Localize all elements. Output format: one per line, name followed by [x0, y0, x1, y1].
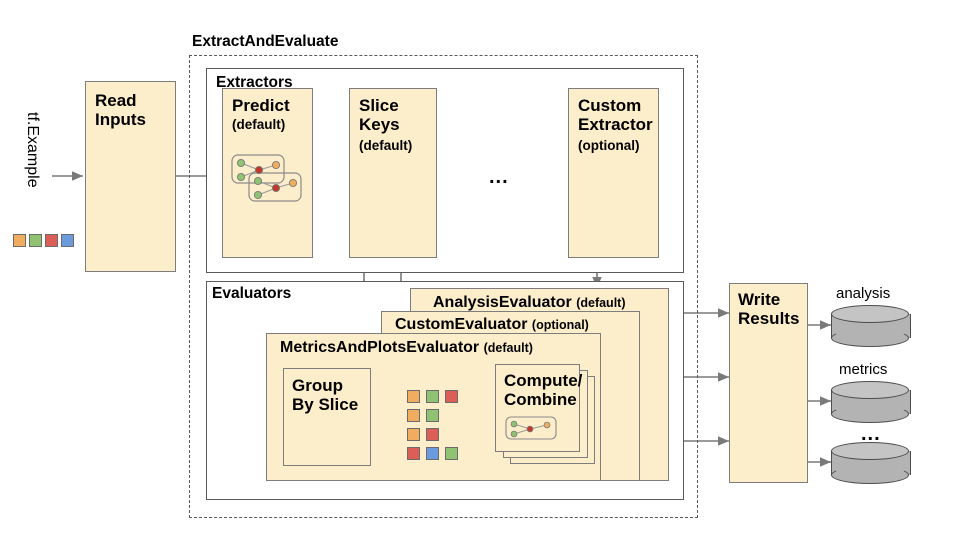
- group-by-slice-node[interactable]: Group By Slice: [283, 368, 371, 466]
- evaluator-metrics-and-plots[interactable]: MetricsAndPlotsEvaluator (default) Group…: [266, 333, 601, 481]
- write-results-node[interactable]: Write Results: [729, 283, 808, 483]
- metrics-evaluator-subtitle: (default): [483, 341, 533, 355]
- read-inputs-node[interactable]: Read Inputs: [85, 81, 176, 272]
- chip-green: [29, 234, 42, 247]
- evaluators-label: Evaluators: [212, 285, 292, 302]
- output-label-metrics: metrics: [839, 361, 888, 378]
- chip-green: [426, 409, 439, 422]
- custom-extractor-title: Custom Extractor: [578, 96, 653, 135]
- read-inputs-title: Read Inputs: [95, 91, 146, 130]
- analysis-evaluator-subtitle: (default): [576, 296, 626, 310]
- custom-evaluator-subtitle: (optional): [531, 318, 589, 332]
- analysis-evaluator-title: AnalysisEvaluator: [433, 294, 572, 311]
- slice-chip-grid: [407, 390, 477, 462]
- extractor-predict[interactable]: Predict (default): [222, 88, 313, 258]
- chip-red: [407, 447, 420, 460]
- graph-nodes-icon: [505, 416, 557, 440]
- extractors-label: Extractors: [216, 74, 293, 91]
- chip-green: [445, 447, 458, 460]
- chip-orange: [407, 428, 420, 441]
- chip-orange: [13, 234, 26, 247]
- extract-and-evaluate-container: [189, 55, 698, 518]
- compute-combine-node[interactable]: Compute/ Combine: [495, 364, 583, 452]
- graph-nodes-icon: [231, 154, 302, 202]
- metrics-evaluator-heading: MetricsAndPlotsEvaluator (default): [280, 339, 533, 357]
- chip-orange: [407, 409, 420, 422]
- extractor-custom[interactable]: Custom Extractor (optional): [568, 88, 659, 258]
- output-label-analysis: analysis: [836, 285, 891, 302]
- predict-title: Predict: [232, 96, 290, 115]
- source-label: tf.Example: [24, 112, 41, 188]
- chip-red: [45, 234, 58, 247]
- custom-evaluator-title: CustomEvaluator: [395, 316, 528, 333]
- slice-keys-subtitle: (default): [359, 138, 413, 153]
- predict-subtitle: (default): [232, 117, 286, 132]
- output-label-more: ...: [861, 423, 881, 445]
- custom-extractor-subtitle: (optional): [578, 138, 640, 153]
- extractor-slice-keys[interactable]: Slice Keys (default): [349, 88, 437, 258]
- database-cylinder-icon: [831, 442, 911, 484]
- chip-blue: [61, 234, 74, 247]
- analysis-evaluator-heading: AnalysisEvaluator (default): [433, 294, 626, 312]
- database-cylinder-icon: [831, 305, 911, 347]
- chip-red: [445, 390, 458, 403]
- chip-blue: [426, 447, 439, 460]
- chip-green: [426, 390, 439, 403]
- slice-keys-title: Slice Keys: [359, 96, 400, 135]
- extractors-ellipsis: ...: [489, 166, 509, 188]
- chip-orange: [407, 390, 420, 403]
- database-cylinder-icon: [831, 381, 911, 423]
- chip-red: [426, 428, 439, 441]
- source-chips: [13, 234, 74, 248]
- extract-and-evaluate-label: ExtractAndEvaluate: [192, 33, 339, 50]
- group-by-slice-title: Group By Slice: [292, 376, 359, 415]
- metrics-evaluator-title: MetricsAndPlotsEvaluator: [280, 339, 480, 356]
- compute-combine-title: Compute/ Combine: [504, 371, 583, 410]
- custom-evaluator-heading: CustomEvaluator (optional): [395, 316, 589, 334]
- write-results-title: Write Results: [738, 290, 800, 329]
